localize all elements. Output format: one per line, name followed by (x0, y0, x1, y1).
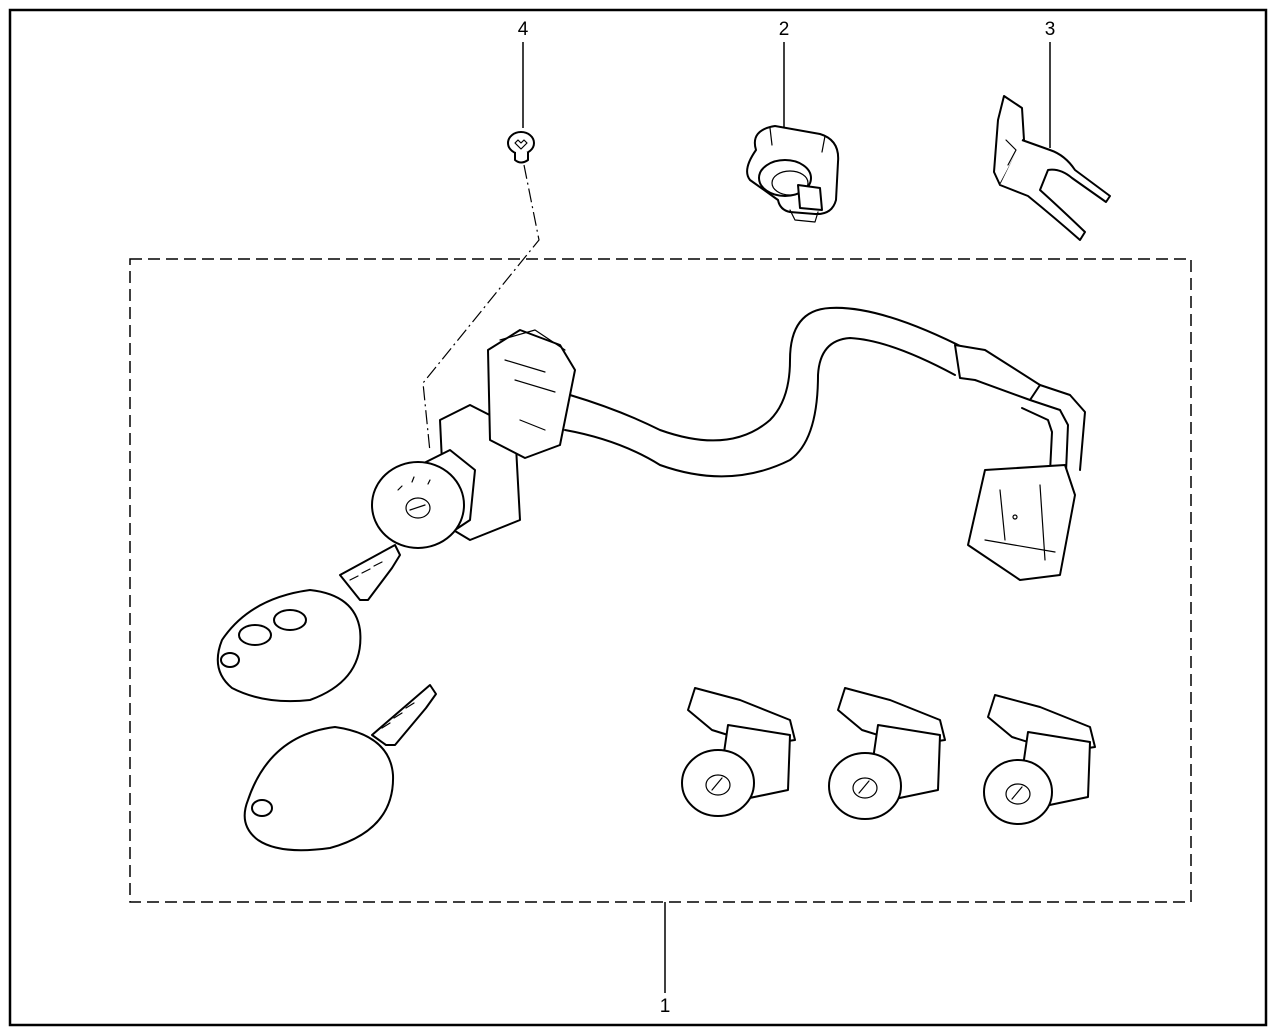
plastic-clip (746, 125, 840, 223)
wiring-cable (564, 306, 1086, 581)
door-lock-cylinder-1 (681, 687, 796, 817)
callout-2-label: 2 (779, 19, 790, 40)
kit-boundary-dashed (129, 258, 1192, 903)
callout-3-label: 3 (1045, 19, 1056, 40)
metal-bracket (993, 95, 1111, 241)
callout-4-label: 4 (518, 19, 529, 40)
key-fob (243, 684, 437, 852)
callout-1-label: 1 (660, 996, 671, 1017)
callout-2[interactable]: 2 (779, 19, 790, 128)
outer-frame (8, 8, 1268, 1027)
door-lock-cylinder-2 (828, 687, 946, 820)
callout-3[interactable]: 3 (1045, 19, 1056, 148)
door-lock-cylinder-3 (983, 694, 1096, 825)
remote-key-fob (216, 544, 401, 703)
callout-1[interactable]: 1 (660, 902, 671, 1017)
callout-4[interactable]: 4 (518, 19, 529, 128)
screw-dash-leader (422, 164, 540, 453)
ignition-lock-cylinder (371, 329, 576, 549)
torx-screw (507, 131, 535, 164)
